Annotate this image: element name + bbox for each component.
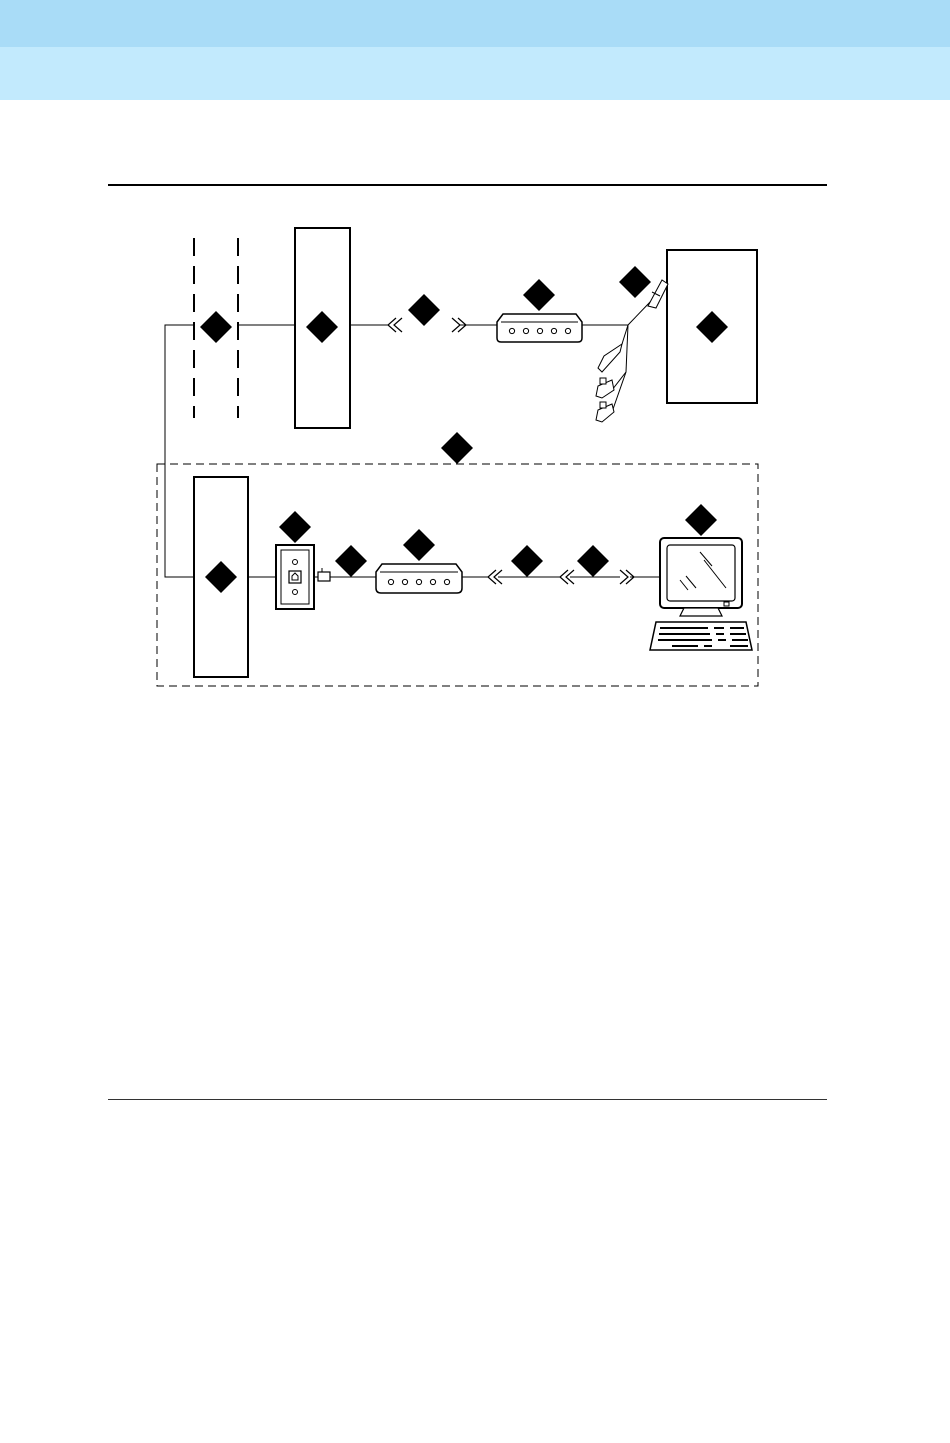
bottom-rule — [108, 1099, 827, 1100]
callout-diamond — [577, 545, 609, 577]
callout-diamond — [335, 545, 367, 577]
connector-cables-icon — [596, 280, 668, 422]
data-module-icon — [376, 564, 462, 593]
data-module-icon — [497, 314, 582, 342]
wall-jack-icon — [276, 545, 314, 609]
callout-diamond — [523, 279, 555, 311]
modular-plug-icon — [318, 568, 330, 581]
keyboard-icon — [650, 622, 752, 650]
callout-diamond — [511, 545, 543, 577]
callout-diamond — [200, 311, 232, 343]
callout-markers — [200, 266, 728, 593]
terminal-monitor-icon — [660, 538, 742, 616]
callout-diamond — [619, 266, 651, 298]
callout-diamond — [408, 294, 440, 326]
callout-diamond — [685, 504, 717, 536]
callout-diamond — [279, 511, 311, 543]
callout-diamond — [441, 432, 473, 464]
callout-diamond — [403, 529, 435, 561]
connection-diagram — [0, 0, 950, 720]
